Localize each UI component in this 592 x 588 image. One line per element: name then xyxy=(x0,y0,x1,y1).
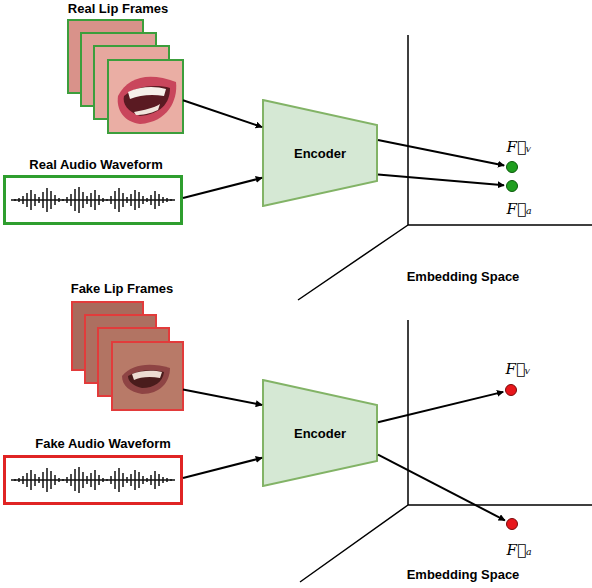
input-heading: Real Lip Frames xyxy=(68,1,168,16)
flow-arrow xyxy=(378,175,504,186)
flow-arrow xyxy=(183,178,262,198)
encoder-shape xyxy=(263,100,377,206)
block-label: Encoder xyxy=(262,379,378,487)
axis-caption: Embedding Space xyxy=(407,567,520,582)
lip-frame-stack: Real Lip Frames xyxy=(68,20,183,133)
flow-arrow xyxy=(183,458,262,478)
encoder-shape xyxy=(263,380,377,486)
input-heading: Fake Lip Frames xyxy=(71,281,174,296)
fake-lip-frames xyxy=(72,302,183,410)
flow-arrow xyxy=(183,389,262,404)
flow-arrow xyxy=(378,140,504,165)
vector-symbol: F⃗ᵥ xyxy=(507,138,532,156)
vector-symbol: F⃗ₐ xyxy=(506,541,531,559)
flow-arrow xyxy=(183,100,262,127)
waveform-box: Fake Audio Waveform xyxy=(3,455,183,505)
vector-symbol: F⃗ᵥ xyxy=(506,360,531,378)
embedding-point: F⃗ₐ xyxy=(506,518,518,530)
audio-waveform xyxy=(11,187,175,213)
real-lip-frames xyxy=(68,20,183,133)
input-heading: Real Audio Waveform xyxy=(29,157,162,172)
encoder-block: Encoder xyxy=(262,379,378,487)
embedding-point: F⃗ᵥ xyxy=(506,161,518,173)
embedding-point: F⃗ₐ xyxy=(506,180,518,192)
audio-waveform xyxy=(11,467,175,493)
lip-frame-stack: Fake Lip Frames xyxy=(72,302,183,410)
waveform-box: Real Audio Waveform xyxy=(3,175,183,225)
embedding-point: F⃗ᵥ xyxy=(505,384,517,396)
input-heading: Fake Audio Waveform xyxy=(35,436,171,451)
flow-arrow xyxy=(378,392,503,422)
axis-caption: Embedding Space xyxy=(407,269,520,284)
flow-arrow xyxy=(378,455,505,521)
vector-symbol: F⃗ₐ xyxy=(506,200,531,218)
block-label: Encoder xyxy=(262,99,378,207)
encoder-block: Encoder xyxy=(262,99,378,207)
